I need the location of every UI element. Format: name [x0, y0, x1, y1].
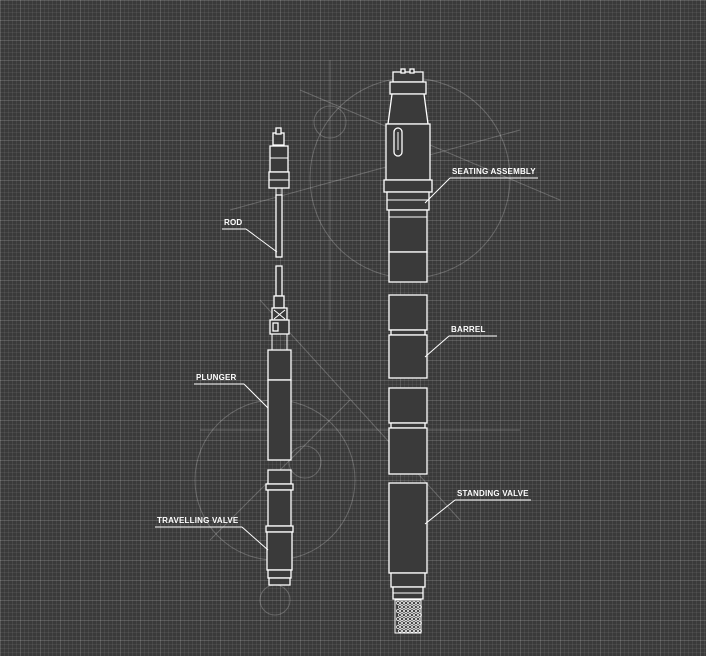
label-plunger: PLUNGER [196, 373, 237, 382]
label-standing-valve: STANDING VALVE [457, 489, 529, 498]
barrel-assembly [383, 68, 433, 634]
label-rod: ROD [224, 218, 242, 227]
construction-lines [194, 60, 561, 616]
label-travelling-valve: TRAVELLING VALVE [157, 516, 239, 525]
rod-plunger-assembly [265, 127, 294, 586]
label-seating-assembly: SEATING ASSEMBLY [452, 167, 536, 176]
strainer-icon [396, 601, 422, 633]
leader-lines [155, 177, 538, 551]
label-barrel: BARREL [451, 325, 486, 334]
